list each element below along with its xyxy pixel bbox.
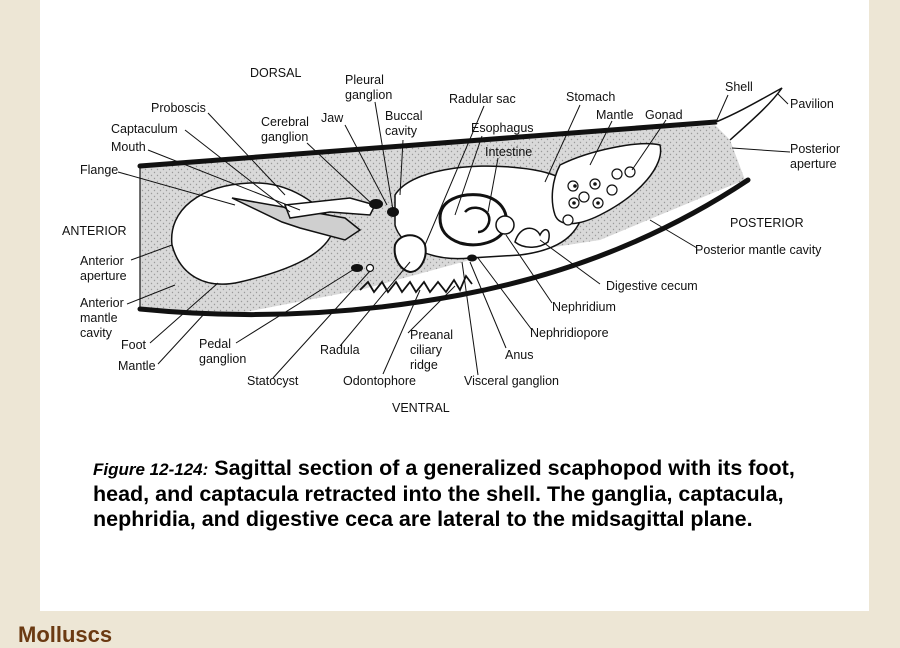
label-mouth: Mouth	[111, 140, 146, 154]
label-posterior-mantle-cavity: Posterior mantle cavity	[695, 243, 822, 257]
label-buccal-cavity: Buccal cavity	[385, 109, 426, 138]
shell-upper	[137, 119, 719, 169]
proboscis-shape	[283, 197, 377, 219]
label-digestive-cecum: Digestive cecum	[606, 279, 698, 293]
label-foot: Foot	[121, 338, 147, 352]
label-preanal-ciliary-ridge: Preanal ciliary ridge	[410, 328, 457, 372]
statocyst-shape	[365, 263, 375, 273]
label-intestine: Intestine	[485, 145, 532, 159]
scaphopod-diagram: DORSAL VENTRAL ANTERIOR POSTERIOR Probos…	[62, 66, 844, 415]
label-radular-sac: Radular sac	[449, 92, 516, 106]
ventral-label: VENTRAL	[392, 401, 450, 415]
label-mantle-lower: Mantle	[118, 359, 156, 373]
radula-shape	[393, 234, 427, 274]
odontophore-teeth	[359, 274, 473, 294]
label-pleural-ganglion: Pleural ganglion	[345, 73, 392, 102]
figure-caption: Figure 12-124: Sagittal section of a gen…	[93, 456, 853, 532]
label-anterior-mantle-cavity: Anterior mantle cavity	[80, 296, 127, 340]
label-nephridium: Nephridium	[552, 300, 616, 314]
visceral-ganglion-shape	[467, 254, 477, 262]
dorsal-label: DORSAL	[250, 66, 301, 80]
label-jaw: Jaw	[321, 111, 344, 125]
digestive-cecum-shape	[514, 227, 550, 248]
intestine-loop	[464, 206, 491, 234]
label-radula: Radula	[320, 343, 360, 357]
label-pedal-ganglion: Pedal ganglion	[199, 337, 246, 366]
gonad-eggs	[562, 166, 636, 226]
label-odontophore: Odontophore	[343, 374, 416, 388]
label-mantle-upper: Mantle	[596, 108, 634, 122]
label-statocyst: Statocyst	[247, 374, 299, 388]
label-shell: Shell	[725, 80, 753, 94]
label-esophagus: Esophagus	[471, 121, 534, 135]
pavilion-shape	[715, 87, 783, 141]
label-proboscis: Proboscis	[151, 101, 206, 115]
pedal-ganglion-shape	[351, 264, 363, 272]
nephridium-shape	[495, 215, 515, 235]
label-captaculum: Captaculum	[111, 122, 178, 136]
posterior-label: POSTERIOR	[730, 216, 804, 230]
label-nephridiopore: Nephridiopore	[530, 326, 609, 340]
pleural-ganglion-shape	[387, 207, 399, 217]
label-cerebral-ganglion: Cerebral ganglion	[261, 115, 312, 144]
label-anterior-aperture: Anterior aperture	[80, 254, 127, 283]
section-title: Molluscs	[18, 622, 113, 647]
label-gonad: Gonad	[645, 108, 683, 122]
figure-number: Figure 12-124:	[93, 460, 209, 479]
label-anus: Anus	[505, 348, 534, 362]
label-posterior-aperture: Posterior aperture	[790, 142, 844, 171]
label-visceral-ganglion: Visceral ganglion	[464, 374, 559, 388]
cerebral-ganglion-shape	[369, 199, 383, 209]
anterior-label: ANTERIOR	[62, 224, 127, 238]
label-flange: Flange	[80, 163, 118, 177]
label-pavilion: Pavilion	[790, 97, 834, 111]
caption-text: Sagittal section of a generalized scapho…	[93, 456, 795, 531]
stomach-shape	[438, 193, 508, 247]
leader-lines	[117, 93, 791, 379]
label-stomach: Stomach	[566, 90, 615, 104]
